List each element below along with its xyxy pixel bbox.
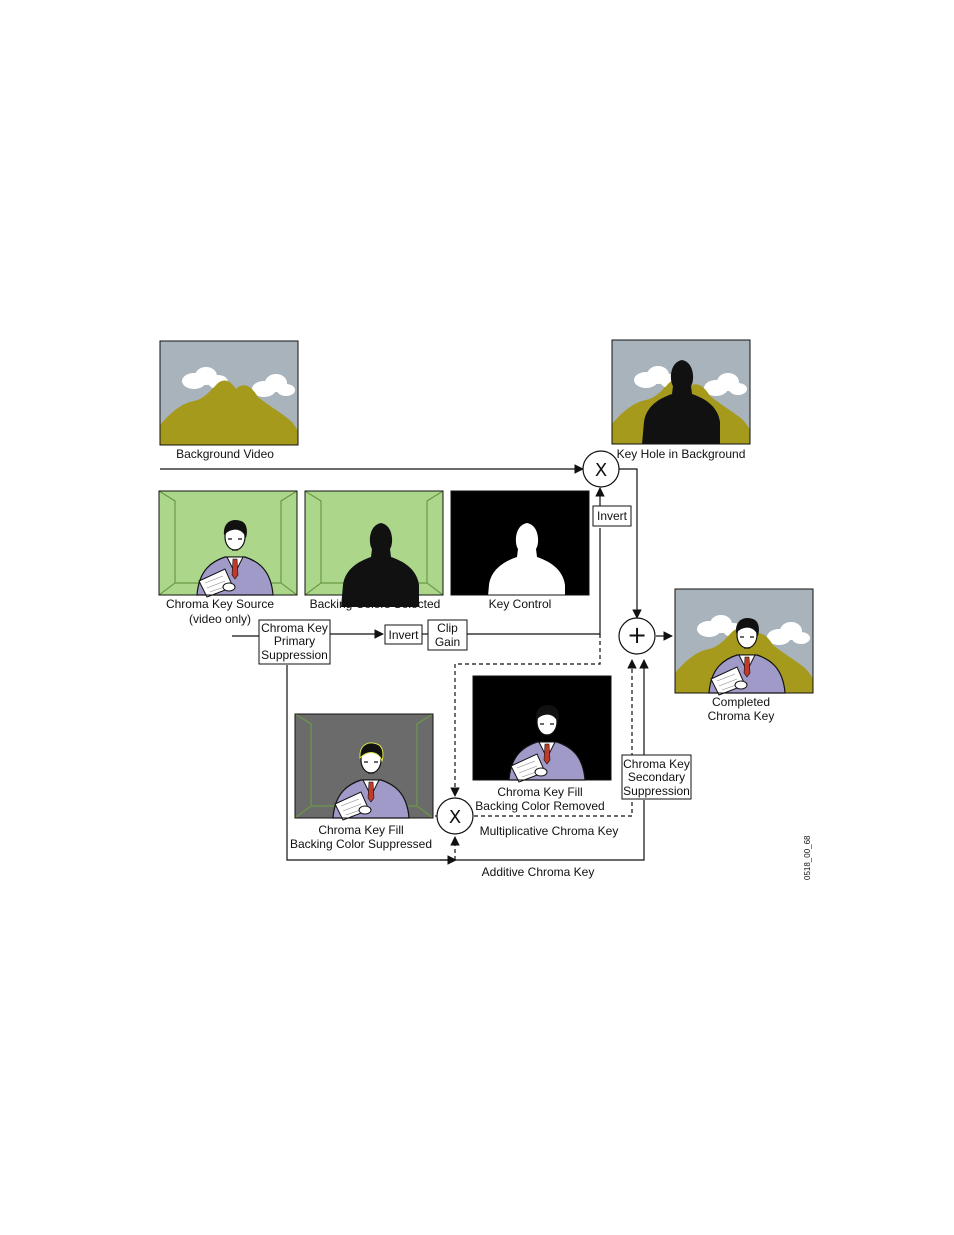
label-multiplicative-chroma-key: Multiplicative Chroma Key [480,824,619,838]
label-chroma-key: Chroma Key [708,709,775,723]
box-invert-mid: Invert [384,624,423,645]
label-background-video: Background Video [176,447,274,461]
svg-text:Chroma Key: Chroma Key [261,621,328,635]
multiply-symbol: X [595,460,607,481]
box-clip-gain: Clip Gain [427,619,468,651]
line-keyhole-to-add [619,468,642,619]
label-video-only: (video only) [189,612,251,626]
svg-text:Clip: Clip [437,621,458,635]
svg-text:Secondary: Secondary [628,770,685,784]
multiply-node-top: X [582,450,620,488]
label-key-control: Key Control [489,597,552,611]
thumb-key-hole [611,339,751,445]
box-secondary-suppression: Chroma Key Secondary Suppression [621,754,692,800]
svg-text:Suppression: Suppression [261,648,328,662]
label-key-hole: Key Hole in Background [617,447,746,461]
label-backing-colors-selected: Backing Colors Selected [310,597,441,611]
label-fill-removed-2: Backing Color Removed [475,799,604,813]
thumb-completed [674,588,814,696]
svg-text:Primary: Primary [274,634,315,648]
multiply-node-bottom: X [436,797,474,835]
thumb-key-control [450,490,590,607]
svg-text:Chroma Key: Chroma Key [623,757,690,771]
signal-lines [160,464,673,865]
dashed-key-to-multiply [450,634,601,797]
svg-text:Suppression: Suppression [623,784,690,798]
svg-text:Gain: Gain [435,635,460,649]
label-fill-suppressed-2: Backing Color Suppressed [290,837,432,851]
label-additive-chroma-key: Additive Chroma Key [482,865,595,879]
add-node: + [618,617,656,655]
thumb-backing-colors-selected [304,490,444,607]
label-chroma-key-source: Chroma Key Source [166,597,274,611]
box-primary-suppression: Chroma Key Primary Suppression [258,619,331,665]
label-fill-removed-1: Chroma Key Fill [497,785,582,799]
label-completed: Completed [712,695,770,709]
label-fill-suppressed-1: Chroma Key Fill [318,823,403,837]
thumb-chroma-key-source [158,490,298,598]
thumb-fill-suppressed [294,713,434,821]
svg-text:Invert: Invert [388,628,419,642]
dashed-lines [450,634,637,860]
figure-id: 0518_00_68 [803,835,812,880]
dashed-multiply-to-add [474,659,637,817]
thumb-fill-removed [472,675,612,783]
thumb-background-video [159,340,299,446]
box-invert-top: Invert [592,505,632,527]
line-additive-path [455,800,645,861]
line-primary-to-additive [286,665,455,861]
multiply-symbol-bottom: X [449,807,461,828]
add-symbol: + [627,621,647,649]
svg-text:Invert: Invert [597,509,628,523]
